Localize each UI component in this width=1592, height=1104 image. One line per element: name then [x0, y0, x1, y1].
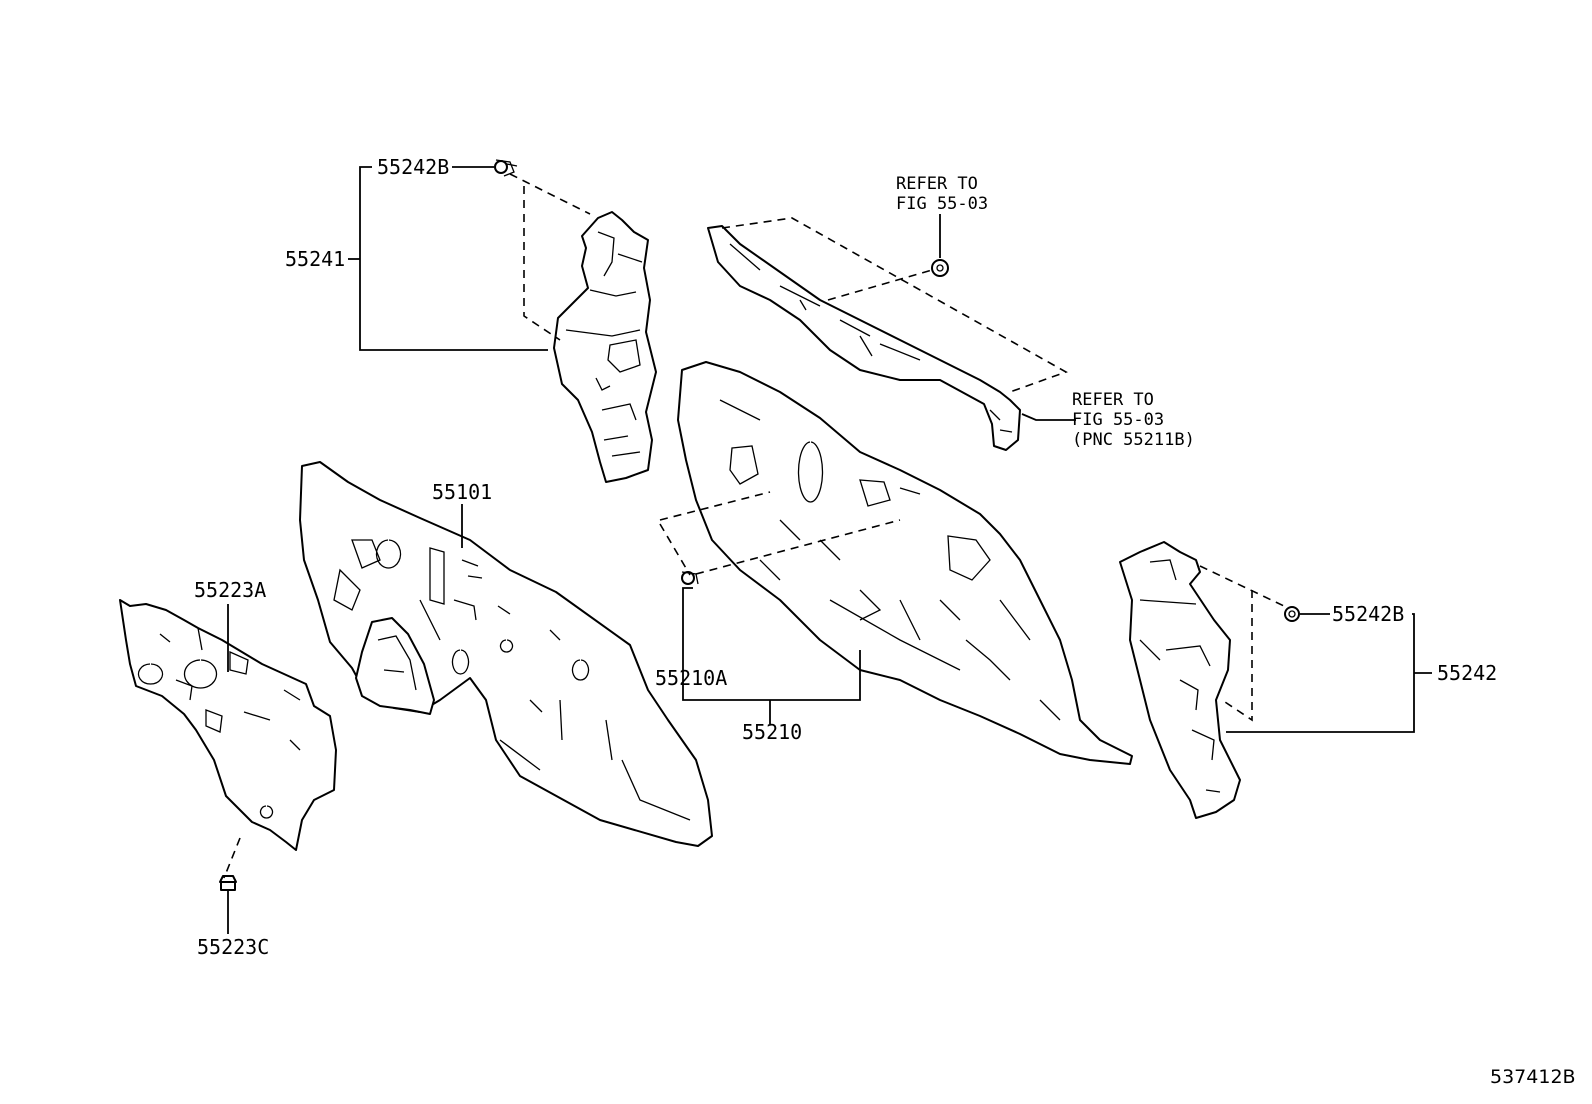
nut-refer-fig-55-03[interactable] — [931, 259, 949, 277]
cowl-panel-refer-fig-55-03[interactable] — [707, 225, 1021, 451]
label-55242B-right[interactable]: 55242B — [1332, 602, 1405, 626]
label-55101[interactable]: 55101 — [432, 480, 493, 504]
clip-55242B-right[interactable] — [1284, 606, 1300, 622]
dashed-leaders — [223, 173, 1285, 879]
label-55242[interactable]: 55242 — [1437, 661, 1498, 685]
figure-id: 537412B — [1490, 1066, 1576, 1088]
label-55223C[interactable]: 55223C — [197, 935, 270, 959]
insulator-55242[interactable] — [1119, 541, 1241, 819]
label-55242B-top[interactable]: 55242B — [377, 155, 450, 179]
clip-55223C[interactable] — [219, 875, 237, 891]
note-refer-to-fig-top: REFER TO FIG 55-03 — [896, 174, 989, 214]
insulator-55223A[interactable] — [119, 599, 337, 851]
label-55210[interactable]: 55210 — [742, 720, 803, 744]
insulator-55210[interactable] — [677, 361, 1133, 765]
label-55210A[interactable]: 55210A — [655, 666, 728, 690]
insulator-55101[interactable] — [299, 461, 713, 847]
leader-lines — [227, 166, 1432, 934]
label-55223A[interactable]: 55223A — [194, 578, 267, 602]
note-refer-to-fig-right: REFER TO FIG 55-03 (PNC 55211B) — [1072, 390, 1195, 450]
clip-55242B-top[interactable] — [494, 159, 518, 177]
label-55241[interactable]: 55241 — [285, 247, 346, 271]
insulator-55241[interactable] — [553, 211, 657, 483]
